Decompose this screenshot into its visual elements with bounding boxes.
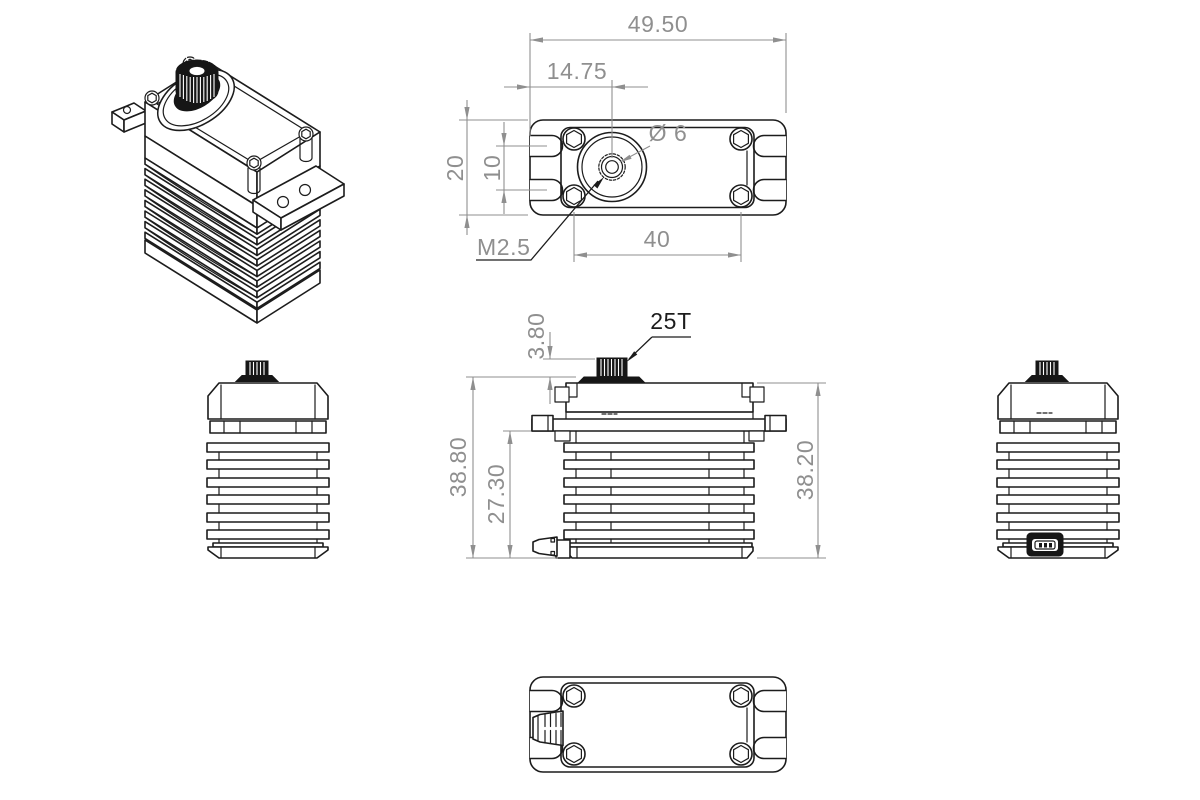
dimensions-top: 49.50 14.75 20 10 40 Ø 6 M2.5 <box>442 11 787 262</box>
dim-shaft-offset: 14.75 <box>547 58 608 84</box>
front-view <box>531 357 787 559</box>
label-shaft-diameter: Ø 6 <box>649 120 688 146</box>
dimensions-front: 3.80 25T 38.80 27.30 38.20 <box>445 308 826 559</box>
hex-screw-icon <box>562 184 586 208</box>
mounting-slot <box>752 689 787 713</box>
corner-ear <box>554 386 570 403</box>
dim-lower-body-height: 27.30 <box>483 464 509 525</box>
hex-screw-icon <box>729 684 753 708</box>
dim-spline-height: 3.80 <box>523 312 549 359</box>
label-spline-teeth: 25T <box>650 308 691 334</box>
hex-screw-icon <box>729 742 753 766</box>
right-side-view <box>996 360 1120 559</box>
hex-screw-icon <box>562 684 586 708</box>
hex-screw-icon <box>562 127 586 151</box>
hex-screw-icon <box>246 155 262 171</box>
top-cap <box>565 382 754 413</box>
case-outline <box>529 676 787 773</box>
bottom-cap <box>565 546 754 559</box>
corner-screw-posts <box>247 136 313 195</box>
wire-exit <box>532 710 564 747</box>
spline-gear-icon <box>171 55 219 104</box>
lid-outline <box>560 126 755 209</box>
hex-screw-icon <box>729 184 753 208</box>
corner-post <box>748 430 765 442</box>
corner-post <box>554 430 571 442</box>
heatsink-fins <box>563 442 755 544</box>
spline-washer <box>576 376 647 384</box>
dim-overall-width: 49.50 <box>628 11 689 37</box>
mounting-flange <box>531 418 787 432</box>
dim-overall-height: 38.80 <box>445 437 471 498</box>
dim-body-depth: 20 <box>442 155 468 182</box>
hex-screw-icon <box>729 127 753 151</box>
wire-connector <box>1026 532 1064 557</box>
isometric-view <box>111 55 345 324</box>
flange-end <box>531 414 554 432</box>
hex-screw-icon <box>144 90 160 106</box>
mounting-tab-right <box>252 165 345 231</box>
flange-end <box>764 414 787 432</box>
mounting-slot <box>752 178 787 202</box>
bottom-view <box>529 676 787 773</box>
dim-case-height: 38.20 <box>792 440 818 501</box>
mounting-slot <box>752 134 787 158</box>
mounting-tab-left <box>111 102 147 133</box>
hex-screw-icon <box>562 742 586 766</box>
mounting-slot <box>529 689 564 713</box>
dim-screw-span: 40 <box>644 226 671 252</box>
dim-slot-spacing: 10 <box>479 155 505 182</box>
top-view <box>529 119 787 216</box>
label-thread-callout: M2.5 <box>477 234 531 260</box>
base-end-face <box>256 269 321 324</box>
mounting-slot <box>752 736 787 760</box>
shaft-hole <box>605 160 619 174</box>
wire-exit <box>532 536 571 559</box>
hex-screw-icon <box>298 126 314 142</box>
left-side-view <box>206 360 330 559</box>
corner-ear <box>749 386 765 403</box>
